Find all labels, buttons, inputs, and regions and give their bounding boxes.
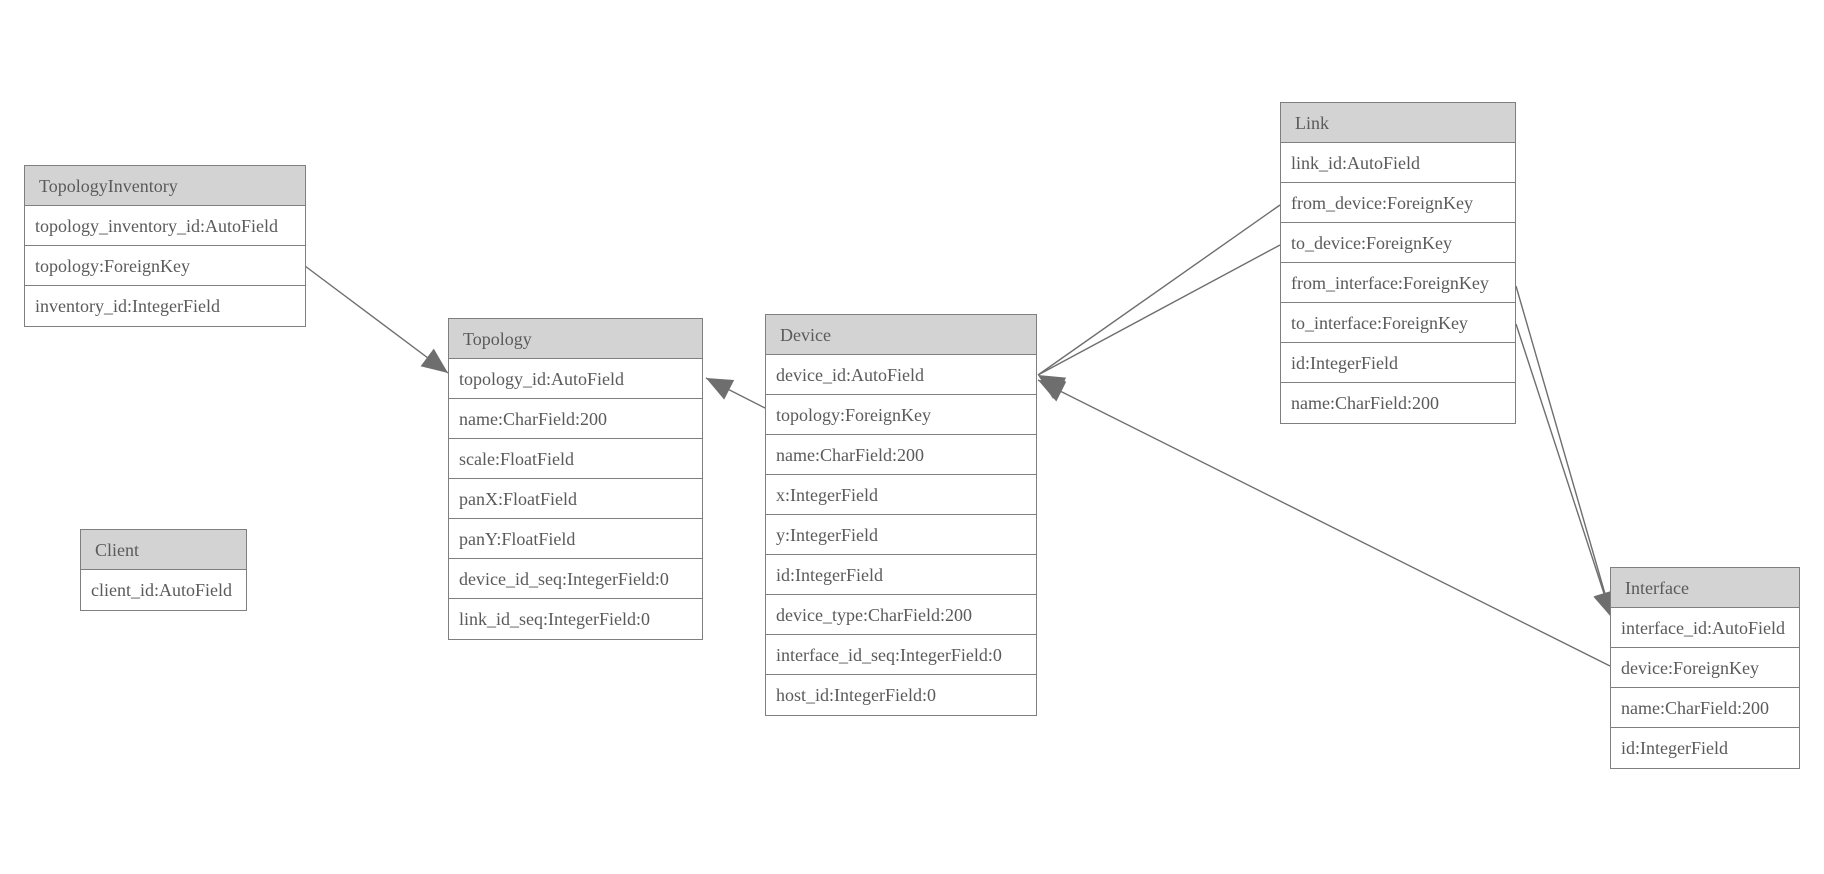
entity-field-row: interface_id:AutoField	[1611, 608, 1799, 648]
relationship-topologyinventory-topology	[304, 265, 449, 374]
relationship-device-topology	[705, 377, 766, 409]
entity-title-link: Link	[1281, 103, 1515, 143]
entity-field-row: x:IntegerField	[766, 475, 1036, 515]
arrowhead	[1038, 375, 1067, 397]
entity-field-row: name:CharField:200	[1611, 688, 1799, 728]
entity-field-row: name:CharField:200	[449, 399, 702, 439]
entity-title-interface: Interface	[1611, 568, 1799, 608]
entity-field-row: id:IntegerField	[766, 555, 1036, 595]
entity-field-row: link_id:AutoField	[1281, 143, 1515, 183]
entity-client[interactable]: Client client_id:AutoField	[80, 529, 247, 611]
relationship-link-from-interface	[1515, 285, 1616, 619]
entity-fields-client: client_id:AutoField	[81, 570, 246, 610]
relationship-link-to-device	[1037, 244, 1281, 397]
entity-field-row: client_id:AutoField	[91, 580, 232, 600]
entity-field-row: to_device:ForeignKey	[1281, 223, 1515, 263]
entity-field-row: scale:FloatField	[449, 439, 702, 479]
entity-field-row: y:IntegerField	[766, 515, 1036, 555]
entity-field-row: panX:FloatField	[449, 479, 702, 519]
entity-field-row: from_interface:ForeignKey	[1281, 263, 1515, 303]
relationship-link-to-interface	[1515, 323, 1615, 619]
entity-title-topology: Topology	[449, 319, 702, 359]
entity-title-device: Device	[766, 315, 1036, 355]
entity-field-row: device:ForeignKey	[1611, 648, 1799, 688]
entity-field-row: id:IntegerField	[1621, 738, 1728, 758]
entity-field-row: inventory_id:IntegerField	[35, 296, 220, 316]
entity-field-row: device_id:AutoField	[766, 355, 1036, 395]
entity-field-row: device_id_seq:IntegerField:0	[449, 559, 702, 599]
entity-field-row: name:CharField:200	[1291, 393, 1439, 413]
entity-title-topologyinventory: TopologyInventory	[25, 166, 305, 206]
arrowhead	[1038, 380, 1067, 402]
entity-field-row: interface_id_seq:IntegerField:0	[766, 635, 1036, 675]
entity-field-row: device_type:CharField:200	[766, 595, 1036, 635]
entity-field-row: link_id_seq:IntegerField:0	[459, 609, 650, 629]
arrowhead	[706, 378, 735, 400]
entity-field-row: panY:FloatField	[449, 519, 702, 559]
entity-field-row: host_id:IntegerField:0	[776, 685, 936, 705]
relationship-link-from-device	[1037, 204, 1281, 399]
entity-field-row: topology_id:AutoField	[449, 359, 702, 399]
entity-field-row: id:IntegerField	[1281, 343, 1515, 383]
entity-field-row: name:CharField:200	[766, 435, 1036, 475]
entity-field-row: to_interface:ForeignKey	[1281, 303, 1515, 343]
entity-field-row: topology:ForeignKey	[25, 246, 305, 286]
entity-title-client: Client	[81, 530, 246, 570]
entity-field-row: from_device:ForeignKey	[1281, 183, 1515, 223]
entity-field-row: topology_inventory_id:AutoField	[25, 206, 305, 246]
entity-field-row: topology:ForeignKey	[766, 395, 1036, 435]
